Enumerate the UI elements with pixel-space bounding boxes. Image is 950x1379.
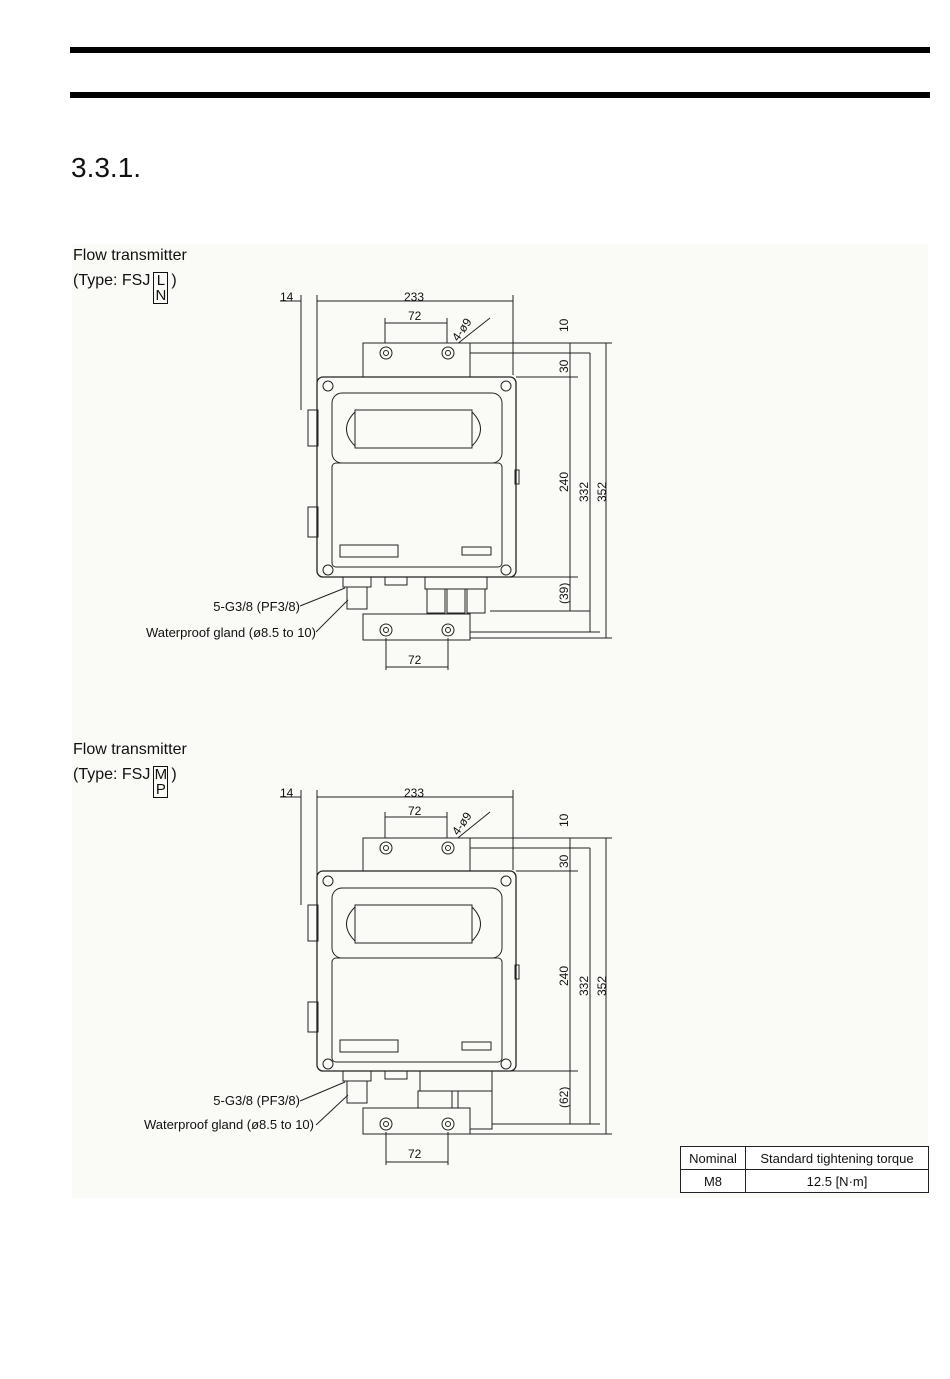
torque-table: Nominal Standard tightening torque M8 12… [680, 1146, 929, 1193]
figure2-dim-240: 240 [557, 966, 571, 986]
table-row: M8 12.5 [N·m] [681, 1170, 929, 1193]
figure1-dim-30: 30 [557, 359, 571, 373]
figure2-dim-72-top: 72 [408, 804, 422, 818]
figure2-dim-233: 233 [404, 786, 424, 800]
figure1-dim-233: 233 [404, 290, 424, 304]
table-cell: 12.5 [N·m] [746, 1170, 929, 1193]
figure1-dim-72-bottom: 72 [408, 653, 422, 667]
figure2-dim-bottom: (62) [557, 1087, 571, 1108]
figure2-dim-30: 30 [557, 854, 571, 868]
figure1-dim-bottom: (39) [557, 583, 571, 604]
figure1-dim-holes: 4-ø9 [449, 315, 475, 344]
figure2-dim-14: 14 [280, 786, 294, 800]
section-number: 3.3.1. [71, 152, 141, 184]
table-header-cell: Nominal [681, 1147, 746, 1170]
second-rule [70, 92, 930, 98]
figure1-dim-240: 240 [557, 472, 571, 492]
top-rule [70, 47, 930, 53]
figure1-dim-10: 10 [557, 318, 571, 332]
figure1-dim-332: 332 [577, 482, 591, 502]
figure2-callout-thread: 5-G3/8 (PF3/8) [213, 1093, 300, 1108]
figure1-dim-72-top: 72 [408, 309, 422, 323]
table-header-cell: Standard tightening torque [746, 1147, 929, 1170]
figure1-callout-gland: Waterproof gland (ø8.5 to 10) [146, 625, 316, 640]
figure2-dim-352: 352 [595, 976, 609, 996]
figure1-drawing: 14 233 72 4-ø9 10 30 240 332 352 (39) 72… [0, 284, 950, 684]
figure1-title: Flow transmitter [73, 247, 187, 265]
figure1-callout-thread: 5-G3/8 (PF3/8) [213, 599, 300, 614]
figure1-dim-14: 14 [280, 290, 294, 304]
figure2-drawing: 14 233 72 4-ø9 10 30 240 332 352 (62) 72… [0, 780, 950, 1170]
figure2-title: Flow transmitter [73, 741, 187, 759]
table-cell: M8 [681, 1170, 746, 1193]
figure2-dim-332: 332 [577, 976, 591, 996]
figure2-callout-gland: Waterproof gland (ø8.5 to 10) [144, 1117, 314, 1132]
table-header-row: Nominal Standard tightening torque [681, 1147, 929, 1170]
figure2-dim-holes: 4-ø9 [449, 809, 475, 838]
figure1-dim-352: 352 [595, 482, 609, 502]
figure2-dim-10: 10 [557, 813, 571, 827]
figure2-dim-72-bottom: 72 [408, 1147, 422, 1161]
